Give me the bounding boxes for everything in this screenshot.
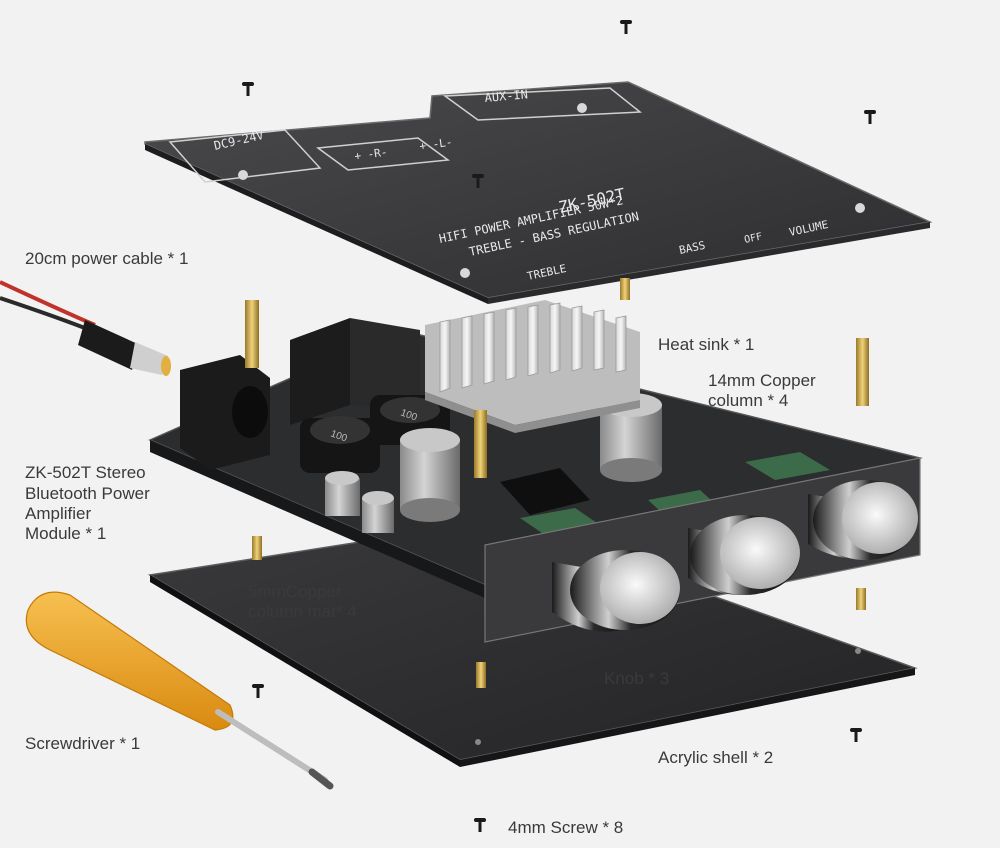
- dc-jack: [180, 355, 270, 470]
- module-label-line-3: Amplifier: [25, 504, 92, 523]
- knob: [552, 550, 680, 632]
- screw-icon: [242, 82, 254, 96]
- knob: [808, 480, 918, 560]
- copper-column-mat: [252, 536, 262, 560]
- screw-label: 4mm Screw * 8: [508, 818, 624, 837]
- speaker-output-box: [315, 137, 451, 171]
- bass-label: BASS: [678, 239, 707, 257]
- power-cable: [0, 280, 171, 376]
- screw-icon: [864, 110, 876, 124]
- bottom-acrylic-panel: [147, 519, 918, 767]
- mount-hole: [855, 648, 861, 654]
- copper-column: [620, 278, 630, 300]
- mount-hole: [238, 170, 248, 180]
- aux-input-box: [442, 87, 643, 121]
- off-label: OFF: [743, 231, 763, 246]
- right-channel-label: + -R-: [354, 145, 389, 162]
- copper-column: [245, 300, 259, 368]
- inductor: 100: [300, 416, 380, 473]
- acrylic-shell-label: Acrylic shell * 2: [658, 748, 774, 767]
- amplifier-chip: [500, 468, 590, 515]
- mount-hole: [855, 203, 865, 213]
- mount-hole: [577, 103, 587, 113]
- mount-hole: [460, 268, 470, 278]
- module-label-line-4: Module * 1: [25, 524, 107, 543]
- aux-label: AUX-IN: [484, 87, 528, 105]
- left-channel-label: + -L-: [419, 135, 454, 152]
- screw-icon: [620, 20, 632, 34]
- module-label-line-2: Bluetooth Power: [25, 484, 150, 503]
- copper-5mm-label-line-1: 5mmCopper: [248, 582, 342, 601]
- capacitor: [325, 471, 360, 516]
- knob-label: Knob * 3: [604, 669, 670, 688]
- heat-sink: [425, 300, 640, 433]
- copper-column-mat: [856, 588, 866, 610]
- screw-icon: [252, 684, 264, 698]
- knob: [688, 515, 800, 595]
- heat-sink-label: Heat sink * 1: [658, 335, 755, 354]
- module-label-line-1: ZK-502T Stereo: [25, 463, 146, 482]
- screwdriver: [25, 591, 334, 790]
- copper-column: [474, 410, 487, 478]
- copper-column-mat: [476, 662, 486, 688]
- screw-icon: [850, 728, 862, 742]
- top-acrylic-panel: DC9-24V AUX-IN + -R- + -L- ZK-502T HIFI …: [144, 81, 933, 304]
- mount-hole: [475, 739, 481, 745]
- capacitor: [362, 491, 394, 533]
- copper-14mm-label-line-2: column * 4: [708, 391, 789, 410]
- screws: [242, 20, 876, 832]
- copper-14mm-label-line-1: 14mm Copper: [708, 371, 816, 390]
- screw-icon: [474, 818, 486, 832]
- copper-5mm-label-line-2: column mat* 4: [248, 602, 357, 621]
- screw-icon: [472, 174, 484, 188]
- power-cable-label: 20cm power cable * 1: [25, 249, 189, 268]
- capacitor: [400, 428, 460, 522]
- copper-column: [856, 338, 869, 406]
- screwdriver-label: Screwdriver * 1: [25, 734, 141, 753]
- dc-input-box: [168, 129, 322, 183]
